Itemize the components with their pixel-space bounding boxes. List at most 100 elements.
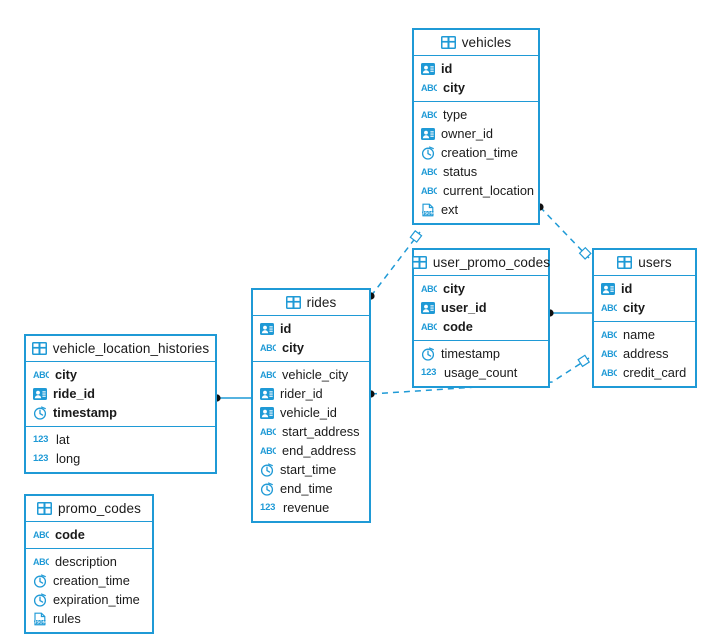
table-field-vehicle_id[interactable]: vehicle_id	[253, 403, 369, 422]
table-field-city[interactable]: ABC city	[594, 298, 695, 317]
svg-text:ABC: ABC	[33, 530, 49, 540]
table-field-id[interactable]: id	[414, 59, 538, 78]
id-key-icon	[421, 301, 435, 315]
table-field-id[interactable]: id	[594, 279, 695, 298]
field-name: start_time	[280, 462, 337, 477]
svg-text:ABC: ABC	[601, 368, 617, 378]
table-grid-icon	[440, 36, 456, 49]
primary-key-group: ABC code	[26, 522, 152, 548]
table-header-promo_codes[interactable]: promo_codes	[26, 496, 152, 522]
svg-text:ABC: ABC	[421, 83, 437, 93]
svg-text:ABC: ABC	[260, 427, 276, 437]
abc-string-icon: ABC	[33, 369, 49, 380]
table-field-status[interactable]: ABC status	[414, 162, 538, 181]
relationship-user-promo-codes-to-users[interactable]	[546, 309, 592, 317]
svg-text:ABC: ABC	[421, 167, 437, 177]
clock-icon	[33, 405, 47, 420]
table-field-end_time[interactable]: end_time	[253, 479, 369, 498]
field-name: code	[55, 527, 85, 542]
table-field-start_time[interactable]: start_time	[253, 460, 369, 479]
svg-text:ABC: ABC	[421, 284, 437, 294]
relationship-socket-marker	[578, 246, 592, 260]
table-field-timestamp[interactable]: timestamp	[414, 344, 548, 363]
table-header-vehicles[interactable]: vehicles	[414, 30, 538, 56]
field-name: end_address	[282, 443, 356, 458]
table-field-start_address[interactable]: ABC start_address	[253, 422, 369, 441]
table-header-users[interactable]: users	[594, 250, 695, 276]
field-name: ride_id	[53, 386, 95, 401]
svg-text:ABC: ABC	[33, 557, 49, 567]
table-title: vehicle_location_histories	[52, 341, 210, 356]
field-name: city	[623, 300, 646, 315]
field-name: usage_count	[444, 365, 518, 380]
field-name: owner_id	[441, 126, 493, 141]
table-field-id[interactable]: id	[253, 319, 369, 338]
table-field-owner_id[interactable]: owner_id	[414, 124, 538, 143]
field-name: start_address	[282, 424, 360, 439]
clock-icon	[260, 481, 274, 496]
field-name: rider_id	[280, 386, 323, 401]
table-field-city[interactable]: ABC city	[26, 365, 215, 384]
abc-string-icon: ABC	[421, 109, 437, 120]
abc-string-icon: ABC	[601, 367, 617, 378]
abc-string-icon: ABC	[421, 283, 437, 294]
field-name: creation_time	[53, 573, 130, 588]
table-title: rides	[306, 295, 337, 310]
table-header-user_promo_codes[interactable]: user_promo_codes	[411, 250, 550, 276]
id-key-icon	[260, 322, 274, 336]
field-name: vehicle_id	[280, 405, 337, 420]
abc-string-icon: ABC	[421, 321, 437, 332]
table-field-user_id[interactable]: user_id	[414, 298, 548, 317]
table-field-rider_id[interactable]: rider_id	[253, 384, 369, 403]
abc-string-icon: ABC	[421, 185, 437, 196]
json-document-icon: JSON	[33, 612, 47, 626]
svg-text:ABC: ABC	[601, 303, 617, 313]
table-header-rides[interactable]: rides	[253, 290, 369, 316]
table-grid-icon	[37, 502, 53, 515]
table-field-timestamp[interactable]: timestamp	[26, 403, 215, 422]
table-field-creation_time[interactable]: creation_time	[414, 143, 538, 162]
id-key-icon	[601, 282, 615, 296]
field-name: city	[55, 367, 78, 382]
svg-text:ABC: ABC	[260, 343, 276, 353]
table-field-creation_time[interactable]: creation_time	[26, 571, 152, 590]
abc-string-icon: ABC	[601, 329, 617, 340]
svg-text:ABC: ABC	[260, 446, 276, 456]
relationship-vehicle-location-histories-to-rides[interactable]	[213, 394, 251, 402]
table-header-vehicle_location_histories[interactable]: vehicle_location_histories	[26, 336, 215, 362]
field-name: lat	[56, 432, 70, 447]
table-field-end_address[interactable]: ABC end_address	[253, 441, 369, 460]
table-field-expiration_time[interactable]: expiration_time	[26, 590, 152, 609]
table-field-code[interactable]: ABC code	[26, 525, 152, 544]
clock-icon	[421, 346, 435, 361]
field-name: status	[443, 164, 478, 179]
table-field-ride_id[interactable]: ride_id	[26, 384, 215, 403]
